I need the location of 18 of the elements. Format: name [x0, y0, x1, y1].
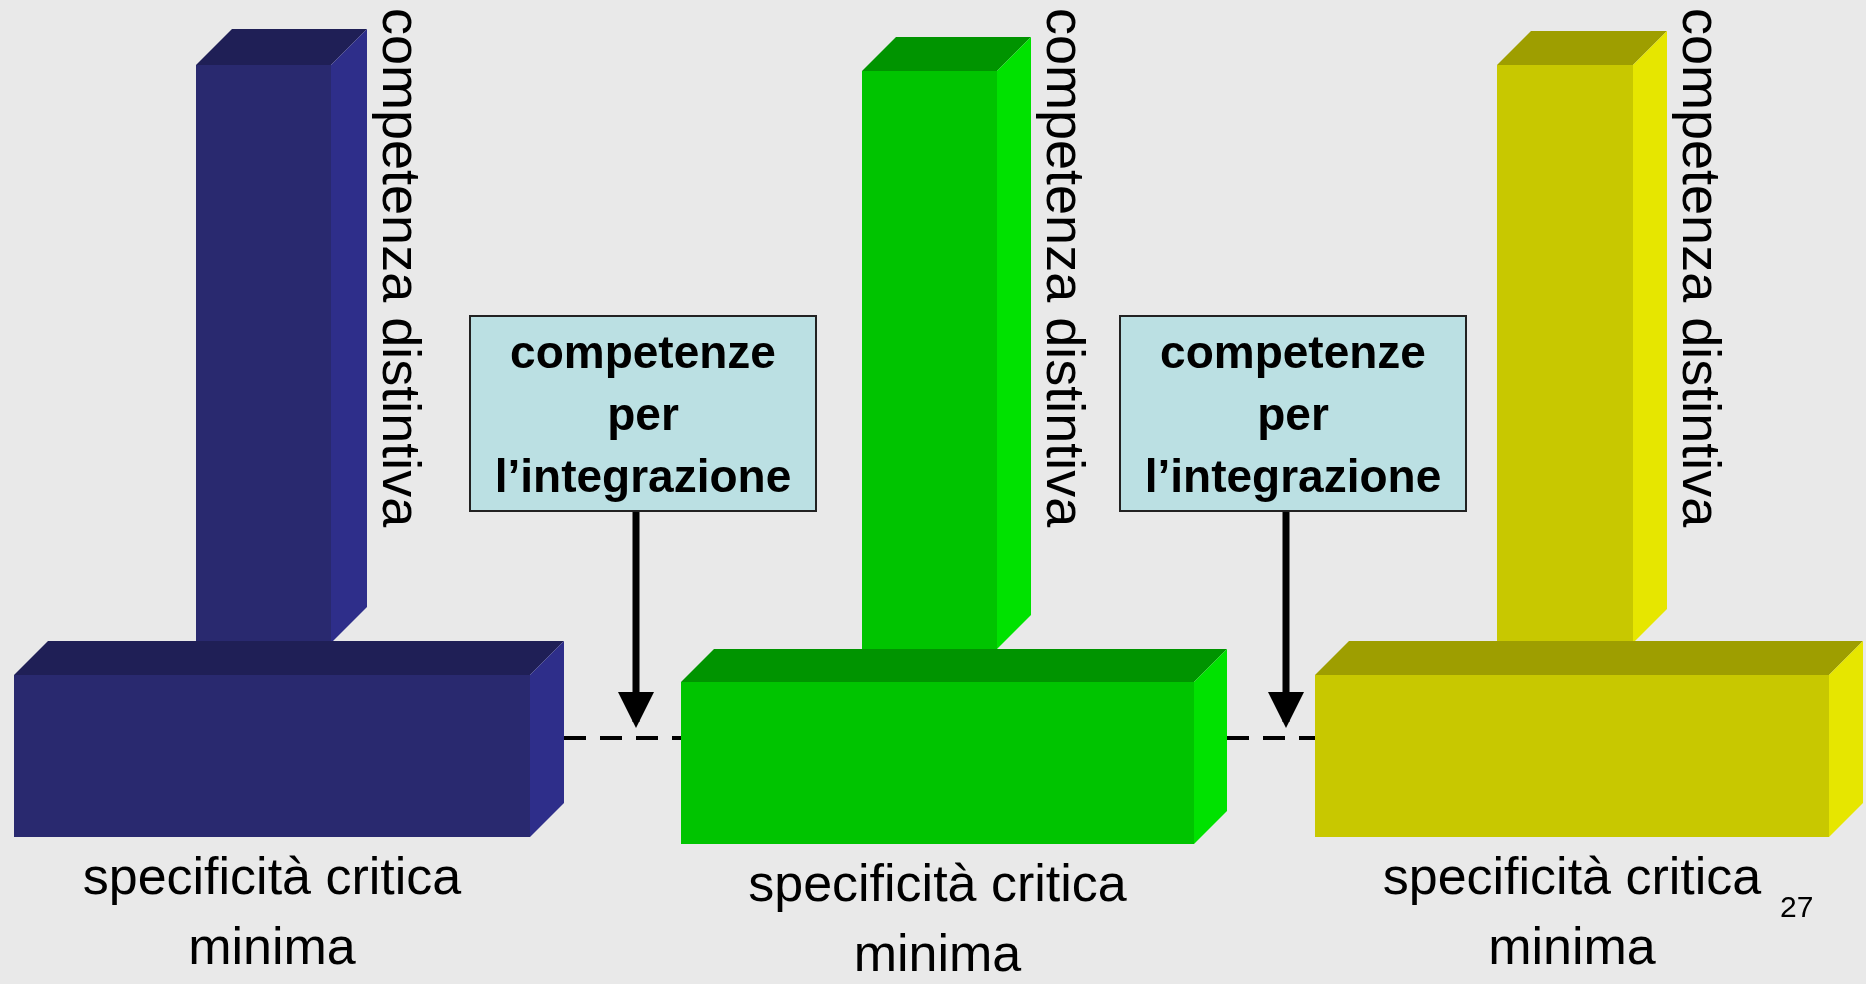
3d-bar-drawing: [14, 641, 564, 837]
callout-box: [1119, 315, 1467, 512]
arrow: [618, 512, 654, 728]
dashed-line: [564, 736, 681, 740]
axis-label: specificità critica minima: [747, 853, 1128, 984]
3d-bar-drawing: [1315, 641, 1863, 837]
axis-label: specificità critica minima: [81, 846, 463, 977]
arrow: [1268, 512, 1304, 728]
callout-text: competenze per l’integrazione: [1143, 324, 1443, 504]
axis-label: specificità critica minima: [1381, 846, 1763, 977]
3d-bar-drawing: [681, 649, 1227, 844]
3d-bar-drawing: [1497, 31, 1667, 643]
callout-text: competenze per l’integrazione: [493, 324, 793, 504]
3d-bar-drawing: [196, 29, 367, 643]
page-number: 27: [1780, 890, 1814, 924]
3d-bar-drawing: [862, 37, 1031, 649]
dashed-line: [1227, 736, 1315, 740]
callout-box: [469, 315, 817, 512]
